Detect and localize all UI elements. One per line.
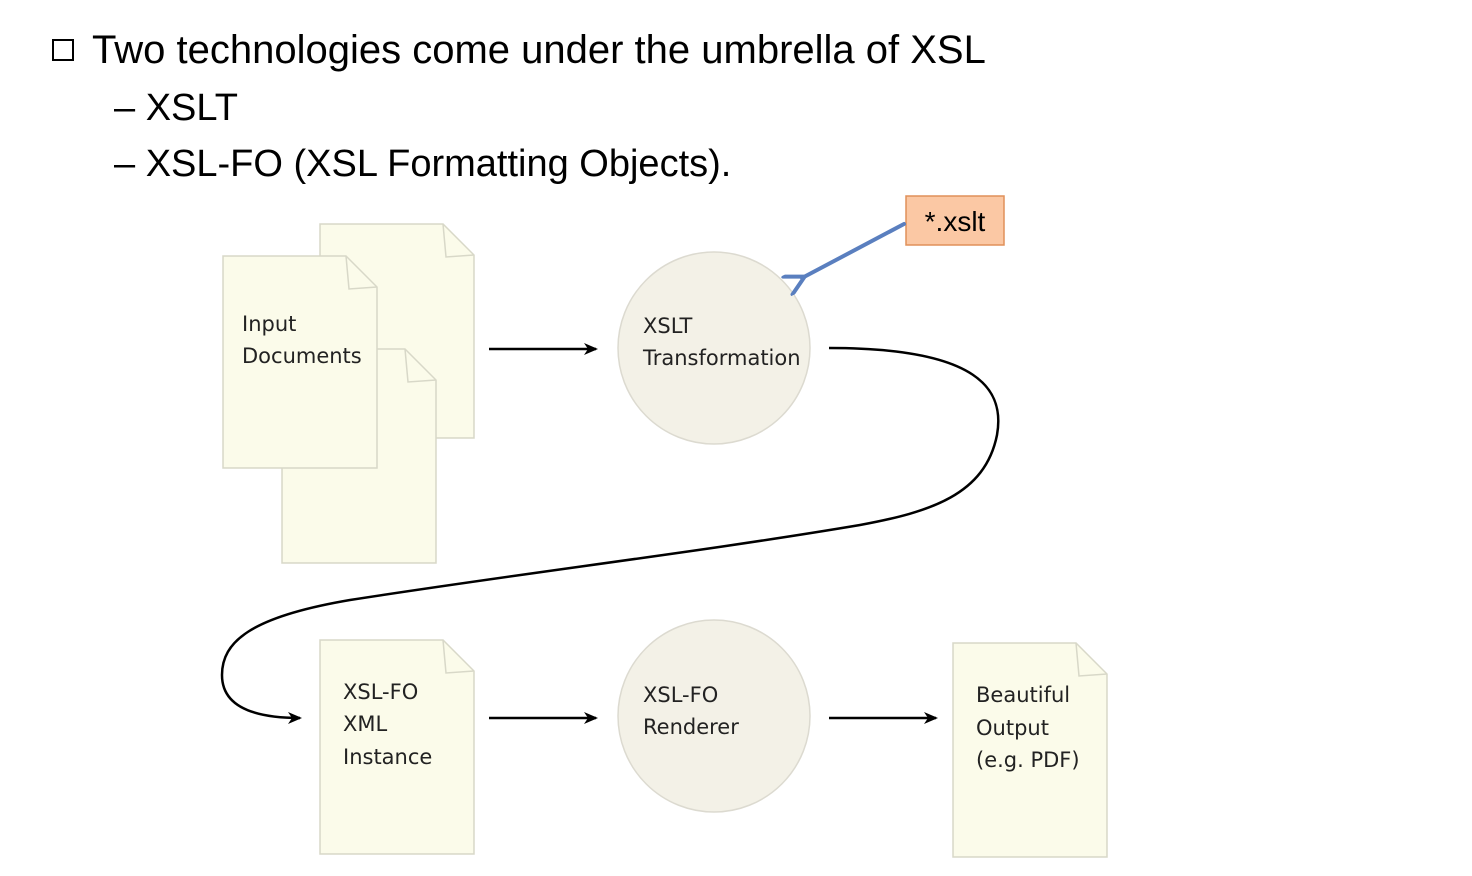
bullet-square-icon [52,39,74,61]
input-documents-group: Input Documents [222,223,475,564]
xslt-file-arrow [802,222,906,278]
xslt-file-label: *.xslt [925,206,986,237]
output-line-2: Output [976,716,1049,740]
output-line-3: (e.g. PDF) [976,748,1080,772]
input-docs-line-1: Input [242,312,296,336]
input-doc-front [222,255,378,469]
fo-renderer-group: XSL-FO Renderer [617,619,811,813]
fo-renderer-line-2: Renderer [643,715,739,739]
fo-instance-doc [319,639,475,855]
xslt-transformation-label: XSLT Transformation [642,314,801,370]
xslt-transformation-circle [617,251,811,445]
curved-connector [220,346,1000,724]
fo-instance-line-2: XML [343,712,388,736]
fo-instance-line-1: XSL-FO [343,680,418,704]
fo-renderer-label: XSL-FO Renderer [643,683,739,739]
output-label: Beautiful Output (e.g. PDF) [976,683,1080,772]
bullet-sub-xslfo: – XSL-FO (XSL Formatting Objects). [114,143,732,185]
fo-renderer-circle [617,619,811,813]
fo-instance-group: XSL-FO XML Instance [319,639,475,855]
output-line-1: Beautiful [976,683,1070,707]
xslt-file-box [905,195,1005,246]
input-docs-label: Input Documents [242,312,362,368]
bullet-sub-xslt: – XSLT [114,87,238,129]
bullet-main-text: Two technologies come under the umbrella… [92,28,986,72]
xslt-transformation-line-2: Transformation [642,346,801,370]
bullet-list: Two technologies come under the umbrella… [0,0,1472,200]
fo-instance-line-3: Instance [343,745,432,769]
output-doc [952,642,1108,858]
fo-renderer-line-1: XSL-FO [643,683,718,707]
xslt-transformation-line-1: XSLT [643,314,693,338]
xslt-file-group: *.xslt [802,195,1005,278]
output-group: Beautiful Output (e.g. PDF) [952,642,1108,858]
xslt-transformation-group: XSLT Transformation [617,251,811,445]
input-docs-line-2: Documents [242,344,362,368]
fo-instance-label: XSL-FO XML Instance [343,680,432,769]
bullet-main: Two technologies come under the umbrella… [52,26,986,74]
